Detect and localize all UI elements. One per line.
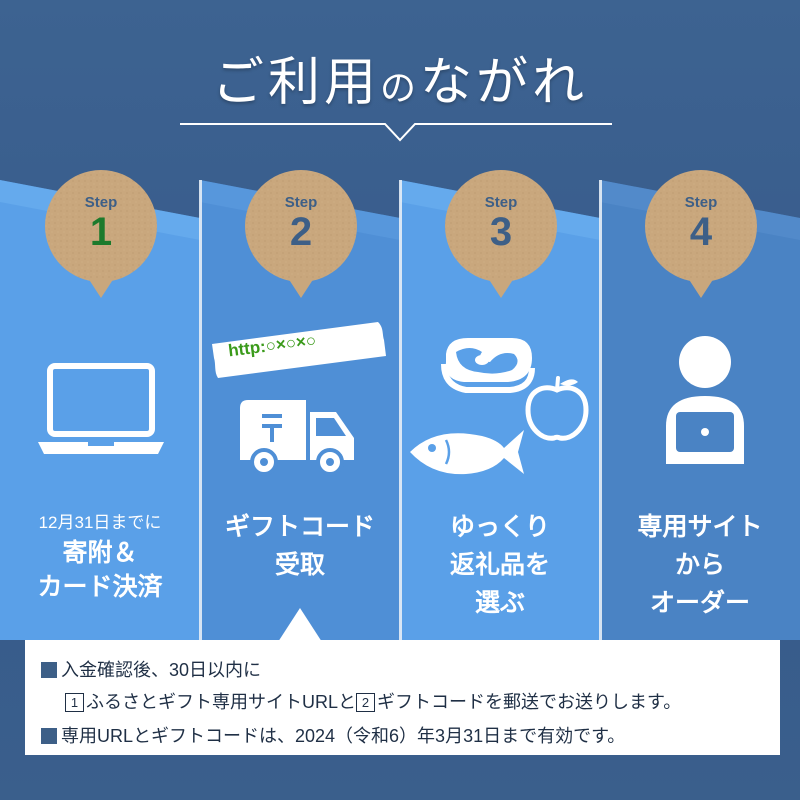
step-4-line-2: から <box>674 551 725 579</box>
step-number: 2 <box>289 210 313 254</box>
step-3-label: ゆっくり 返礼品を 選ぶ <box>400 508 600 622</box>
badge-shape-4 <box>645 170 757 298</box>
badge-shape-1 <box>45 170 157 298</box>
url-tag-icon <box>212 322 386 378</box>
step-number: 4 <box>689 210 713 254</box>
step-2-line-2: 受取 <box>274 551 325 579</box>
person-laptop-icon <box>666 336 744 464</box>
step-4-line-1: 専用サイト <box>637 513 763 541</box>
page-title: ご利用のながれ <box>0 40 800 115</box>
fish-icon <box>410 430 524 475</box>
column-divider <box>199 180 202 640</box>
step-label: Step <box>684 194 718 211</box>
title-main-b: ながれ <box>420 53 589 113</box>
notice-row-3: 専用URLとギフトコードは、2024（令和6）年3月31日まで有効です。 <box>41 722 625 748</box>
mail-truck-icon <box>240 400 354 476</box>
step-3-line-2: 返礼品を <box>449 551 550 579</box>
step-label: Step <box>284 194 318 211</box>
column-divider <box>399 180 402 640</box>
step-1-line-3: カード決済 <box>37 573 163 601</box>
step-label: Step <box>84 194 118 211</box>
notice-text-1: 入金確認後、30日以内に <box>61 660 262 680</box>
title-underline-arrow <box>180 123 612 142</box>
step-4-line-3: オーダー <box>649 589 750 617</box>
title-small: の <box>379 68 420 109</box>
step-1-label: 12月31日までに 寄附＆ カード決済 <box>0 510 200 604</box>
step-number: 3 <box>489 210 513 254</box>
notice-text-2a: ふるさとギフト専用サイトURLと <box>86 692 357 712</box>
badge-shape-2 <box>245 170 357 298</box>
step-4-label: 専用サイト から オーダー <box>600 508 800 622</box>
column-divider <box>599 180 602 640</box>
bullet-square-icon <box>41 662 57 678</box>
step-badge-4: Step 4 <box>645 170 757 310</box>
step-badge-2: Step 2 <box>245 170 357 310</box>
step-3-line-3: 選ぶ <box>474 589 525 617</box>
notice-text-3: 専用URLとギフトコードは、2024（令和6）年3月31日まで有効です。 <box>61 726 626 746</box>
badge-shape-3 <box>445 170 557 298</box>
boxed-number-1: 1 <box>65 693 84 712</box>
laptop-icon <box>38 363 164 454</box>
step-2-label: ギフトコード 受取 <box>200 508 400 584</box>
meat-icon <box>441 338 535 393</box>
step-label: Step <box>484 194 518 211</box>
notice-row-1: 入金確認後、30日以内に <box>41 656 261 682</box>
step-badge-3: Step 3 <box>445 170 557 310</box>
title-main-a: ご利用 <box>211 53 380 113</box>
notice-pointer <box>278 608 322 642</box>
step-number: 1 <box>89 210 113 254</box>
boxed-number-2: 2 <box>356 693 376 712</box>
notice-text-2b: ギフトコードを郵送でお送りします。 <box>377 692 682 712</box>
apple-icon <box>525 376 589 441</box>
step-1-line-1: 12月31日までに <box>38 513 162 532</box>
step-2-line-1: ギフトコード <box>224 513 375 541</box>
step-3-line-1: ゆっくり <box>449 513 550 541</box>
step-badge-1: Step 1 <box>45 170 157 310</box>
bullet-square-icon <box>41 728 57 744</box>
step-1-line-2: 寄附＆ <box>62 539 138 567</box>
